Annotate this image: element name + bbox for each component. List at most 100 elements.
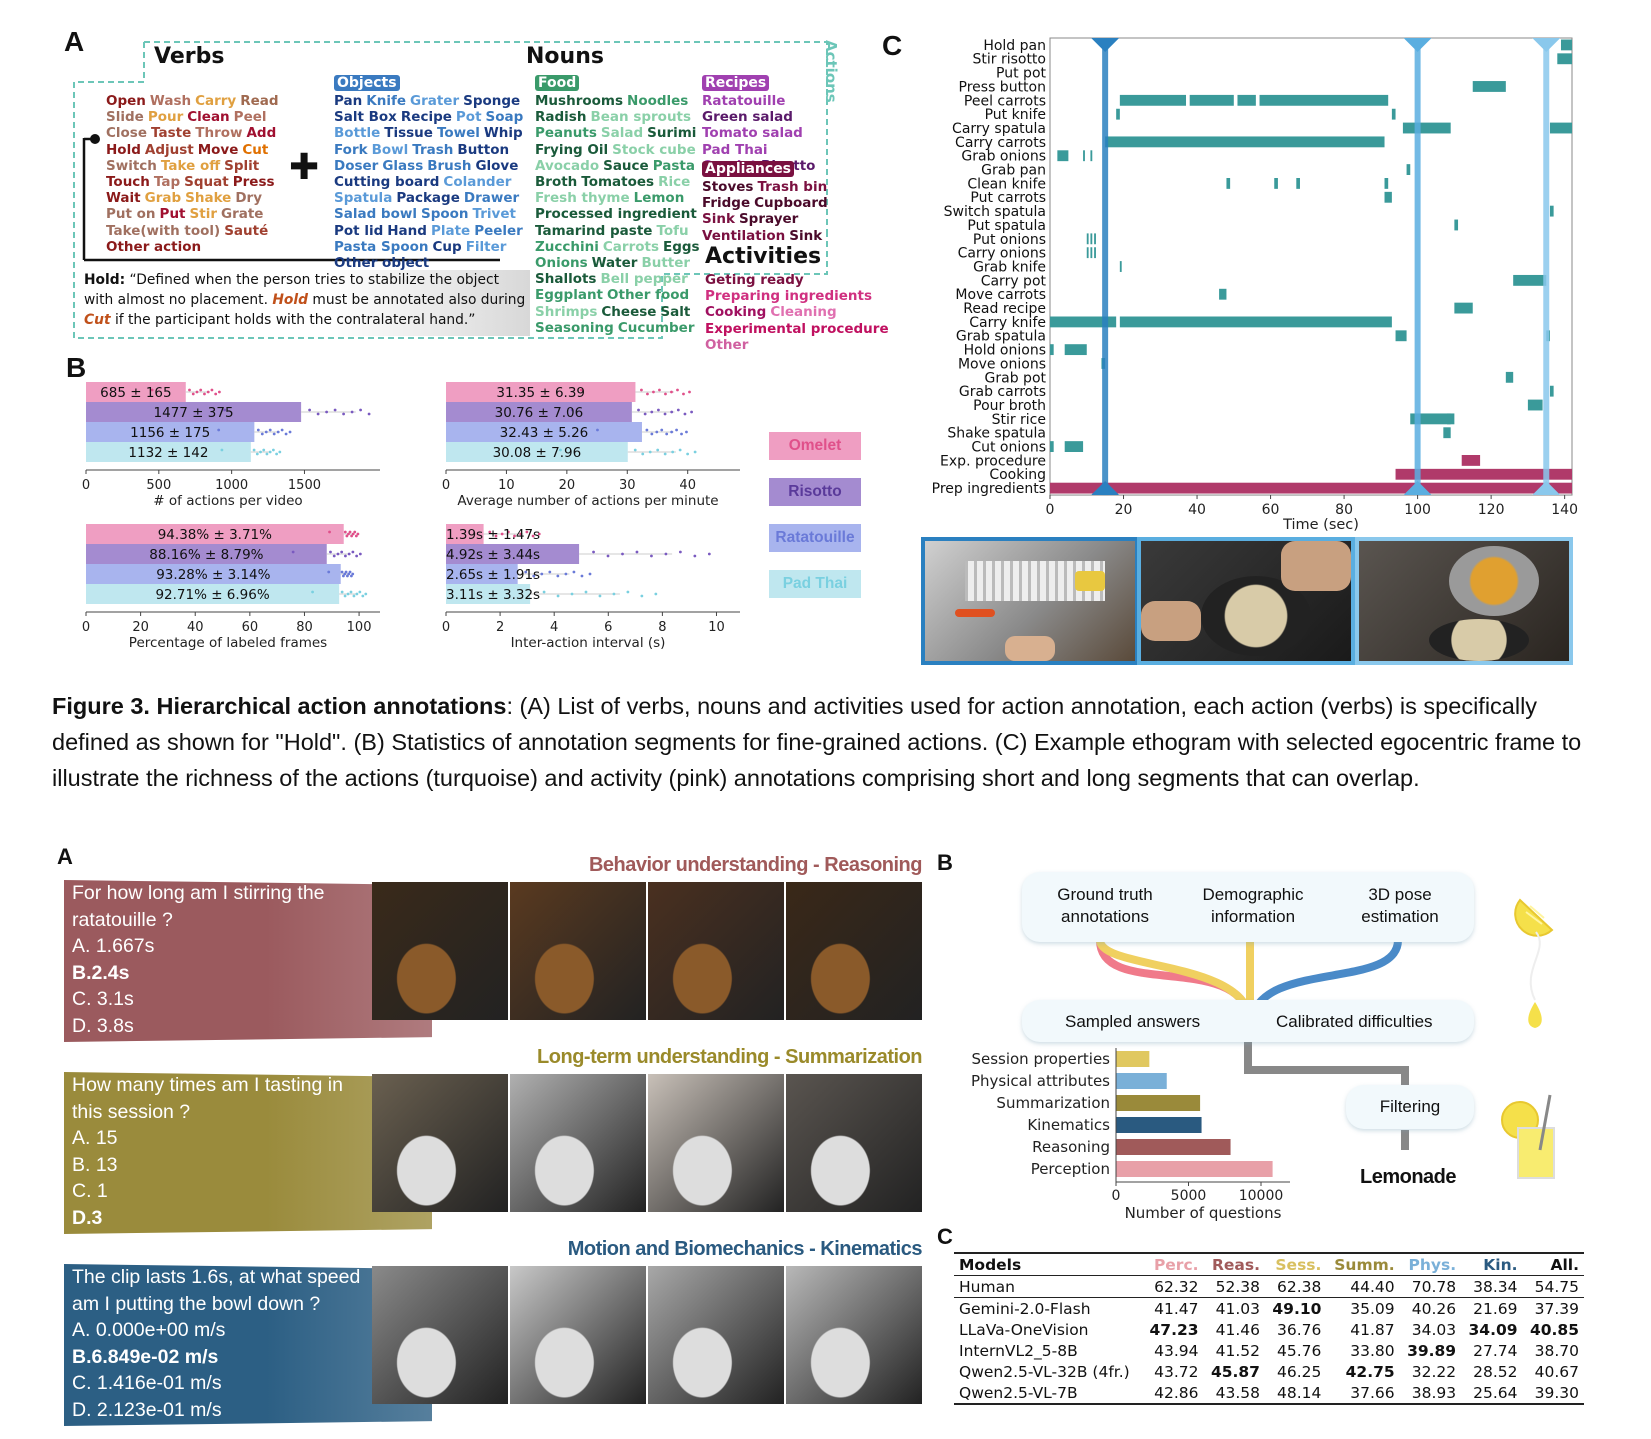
action-segment [1119,261,1122,272]
sample-dot [359,408,362,412]
x-axis-label: Percentage of labeled frames [129,635,327,651]
score-cell: 28.52 [1473,1362,1518,1381]
chart-labeled-frames: 94.38% ± 3.71%88.16% ± 8.79%93.28% ± 3.1… [82,524,380,651]
frame-marker-triangle-top [1403,38,1432,52]
sample-dot [643,412,647,416]
sample-dot [658,388,661,392]
object-word: Pan [334,93,363,109]
ethogram-row-label: Read recipe [963,301,1046,317]
sample-dot [645,428,649,432]
food-word: Eggplant [535,287,604,304]
score-cell: 41.47 [1154,1299,1199,1318]
recipes-title: Recipes [702,75,770,91]
bar-value-label: 2.65s ± 1.91s [446,567,540,583]
sample-dot [657,408,660,412]
frame-marker [1414,38,1421,496]
bar-ratatouille [86,564,341,584]
legend-ratatouille: Ratatouille [769,524,861,552]
object-word: Brush [427,157,472,174]
score-cell: 44.40 [1350,1277,1395,1296]
object-word: Knife [366,93,406,109]
sample-dot [675,428,678,432]
action-segment [1050,344,1054,356]
sample-dot [340,590,344,594]
score-cell: 41.52 [1215,1341,1260,1360]
object-word: Soap [485,109,524,126]
verb-word: Clean [187,109,230,126]
sample-dot [367,412,371,416]
category-label: Kinematics [1027,1116,1110,1134]
object-word: Hand [387,222,427,239]
video-frame [510,1074,646,1212]
action-segment [1057,150,1069,162]
action-segment [1527,399,1543,411]
x-tick-label: 4 [550,620,558,635]
table-header-cell: Sess. [1275,1255,1322,1274]
sample-dot [655,430,659,434]
action-segment [1472,81,1506,92]
food-word: Shrimps [535,303,598,320]
plus-icon: ✚ [289,147,320,188]
food-word: Surimi [647,125,697,142]
food-word: Mushrooms [535,93,624,109]
sample-dot [650,432,654,436]
sample-dot [344,554,347,558]
score-cell: 40.67 [1534,1362,1579,1381]
bottom-panel-letter-c: C [937,1224,953,1249]
sample-dot [678,448,682,452]
verb-word: Touch [106,174,150,191]
score-cell: 40.26 [1411,1299,1457,1318]
verb-word: Put [159,206,186,223]
object-word: Doser [334,157,379,174]
ethogram-frame [1049,37,1573,496]
verb-word: Cut [242,141,269,158]
sample-dot [351,550,355,554]
score-cell: 42.75 [1345,1362,1395,1381]
object-word: Spoon [420,206,469,223]
score-cell: 62.38 [1277,1277,1322,1296]
action-segment [1402,122,1451,134]
recipe-word: Green salad [702,109,793,126]
sample-dot [260,432,264,436]
ego-frame-2 [1137,537,1355,665]
sample-dot [223,408,227,412]
verb-word: Put on [106,206,156,223]
x-tick-label: 500 [146,478,171,493]
sample-dot [355,554,359,558]
sample-dot [663,452,667,456]
bar-ratatouille [446,422,642,442]
hold-def-line2b: must be annotated also during [312,292,526,308]
score-cell: 43.72 [1154,1362,1199,1381]
x-tick-label: 0 [442,478,450,493]
ethogram-row-label: Carry pot [981,273,1047,289]
action-segment [1274,178,1278,189]
recipe-word: Pad Thai [702,141,768,158]
sample-dot [348,530,352,534]
x-axis-label: Time (sec) [1282,517,1359,533]
x-tick-label: 5000 [1171,1188,1207,1204]
x-tick-label: 1500 [288,478,321,493]
sample-dot [352,594,356,598]
score-cell: 48.14 [1277,1383,1322,1402]
sample-dot [345,574,349,578]
sample-dot [542,590,546,594]
sample-dot [268,428,272,432]
action-segment [1086,247,1089,259]
bar-summarization [1116,1095,1201,1111]
video-frame [372,1266,508,1404]
action-segment [1119,316,1392,328]
food-word: Avocado [535,157,600,174]
action-segment [1406,164,1411,175]
sample-dot [680,432,683,436]
activity-word: Experimental procedure [705,320,889,337]
